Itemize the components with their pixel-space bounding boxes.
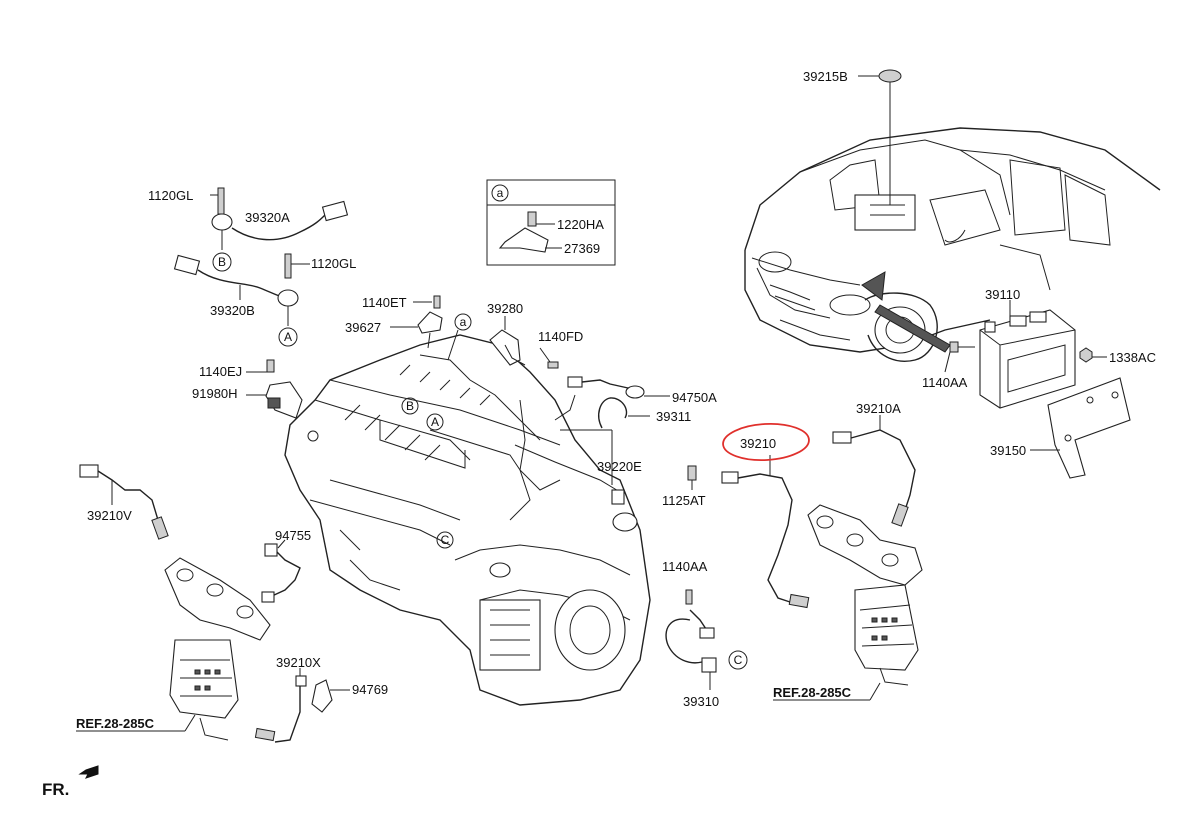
- ref-left: REF.28-285C: [76, 716, 155, 731]
- front-label: FR.: [42, 780, 69, 799]
- label-1140EJ: 1140EJ: [199, 364, 242, 379]
- callout-C-engine: C: [441, 533, 450, 547]
- label-94755: 94755: [275, 528, 311, 543]
- ref-right: REF.28-285C: [773, 685, 852, 700]
- label-39311: 39311: [656, 409, 691, 424]
- sensor-94755: [261, 539, 301, 603]
- label-91980H: 91980H: [192, 386, 238, 401]
- label-1220HA: 1220HA: [557, 217, 604, 232]
- ecu-bracket-39150: [1030, 347, 1131, 479]
- label-1140FD: 1140FD: [538, 329, 583, 344]
- label-94769: 94769: [352, 682, 388, 697]
- callout-B-sensor: B: [218, 255, 226, 269]
- callout-A-sensor: A: [284, 330, 292, 344]
- label-1125AT: 1125AT: [662, 493, 706, 508]
- label-39210V: 39210V: [87, 508, 132, 523]
- exhaust-manifold-right: [807, 504, 923, 686]
- oxygen-sensor-39210A: [832, 415, 916, 527]
- engine-assembly: [284, 334, 651, 706]
- label-27369: 27369: [564, 241, 600, 256]
- label-39320A: 39320A: [245, 210, 290, 225]
- oxygen-sensor-39210V: [79, 464, 169, 540]
- label-1140AA-crank: 1140AA: [662, 559, 708, 574]
- exhaust-manifold-left: [164, 557, 271, 741]
- oxygen-sensor-39210X: [254, 668, 307, 743]
- callout-a-box: a: [497, 186, 504, 200]
- label-1120GL-top: 1120GL: [148, 188, 193, 203]
- label-39320B: 39320B: [210, 303, 255, 318]
- detail-box-a: a: [486, 179, 616, 266]
- sensor-39220E: [560, 429, 697, 490]
- callout-a-engine: a: [460, 315, 467, 329]
- label-39215B: 39215B: [803, 69, 848, 84]
- label-39110: 39110: [985, 287, 1020, 302]
- oxygen-sensor-39210: [721, 455, 810, 609]
- ecu-39110: [979, 300, 1076, 409]
- label-94750A: 94750A: [672, 390, 717, 405]
- label-1338AC: 1338AC: [1109, 350, 1156, 365]
- label-39210: 39210: [740, 436, 776, 451]
- label-39627: 39627: [345, 320, 381, 335]
- sensor-94750A: [567, 376, 670, 429]
- highlight-circle: [722, 422, 810, 462]
- sensor-39310: C: [665, 589, 748, 690]
- vehicle-illustration: [744, 127, 1161, 362]
- label-39210X: 39210X: [276, 655, 321, 670]
- bracket-39627: [390, 295, 443, 349]
- callout-A-engine: A: [431, 415, 439, 429]
- clip-94769: [311, 679, 350, 713]
- bolt-1140AA-ecu: [944, 341, 975, 373]
- grommet-39215B: [858, 69, 902, 205]
- sensor-39280: [489, 316, 559, 369]
- label-39310: 39310: [683, 694, 719, 709]
- knock-sensor-39320B: A: [173, 253, 310, 347]
- callout-C-sensor: C: [734, 653, 743, 667]
- knock-sensor-39320A: B: [210, 187, 349, 272]
- label-39280: 39280: [487, 301, 523, 316]
- bracket-91980H: [246, 359, 303, 419]
- front-direction-arrow-icon: [78, 765, 99, 779]
- label-1140ET: 1140ET: [362, 295, 407, 310]
- label-39150: 39150: [990, 443, 1026, 458]
- label-1140AA-ecu: 1140AA: [922, 375, 968, 390]
- label-39220E: 39220E: [597, 459, 642, 474]
- label-39210A: 39210A: [856, 401, 901, 416]
- label-1120GL-bottom: 1120GL: [311, 256, 356, 271]
- callout-B-engine: B: [406, 399, 414, 413]
